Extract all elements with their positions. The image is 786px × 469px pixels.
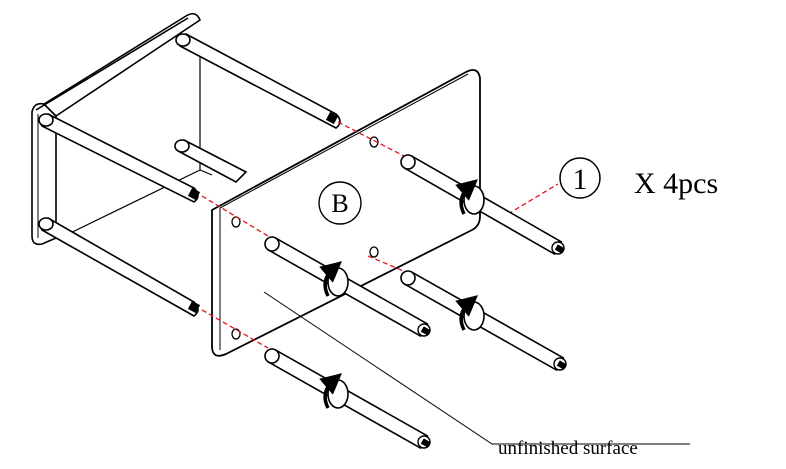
alignment-guides bbox=[201, 121, 559, 349]
rod-1 bbox=[400, 154, 565, 255]
rod-studs bbox=[187, 111, 339, 314]
surface-note: unfinished surface bbox=[498, 438, 638, 459]
rod-3 bbox=[400, 270, 567, 371]
part-number: 1 bbox=[573, 163, 588, 196]
rotate-arrow-icon bbox=[455, 179, 478, 215]
panel-label-circle bbox=[318, 181, 362, 225]
rotate-arrow-icon bbox=[455, 295, 478, 331]
part-number-circle bbox=[559, 157, 601, 199]
quantity-label: X 4pcs bbox=[634, 167, 718, 200]
panel-label: B bbox=[331, 189, 348, 218]
installed-rods bbox=[38, 33, 341, 317]
rod-4 bbox=[264, 348, 431, 449]
surface-leader bbox=[263, 291, 690, 445]
rotate-arrow-icon bbox=[319, 261, 342, 297]
back-panel bbox=[31, 12, 201, 246]
rotate-arrow-icon bbox=[319, 373, 342, 409]
new-rods bbox=[264, 154, 567, 449]
rod-2 bbox=[264, 236, 431, 337]
